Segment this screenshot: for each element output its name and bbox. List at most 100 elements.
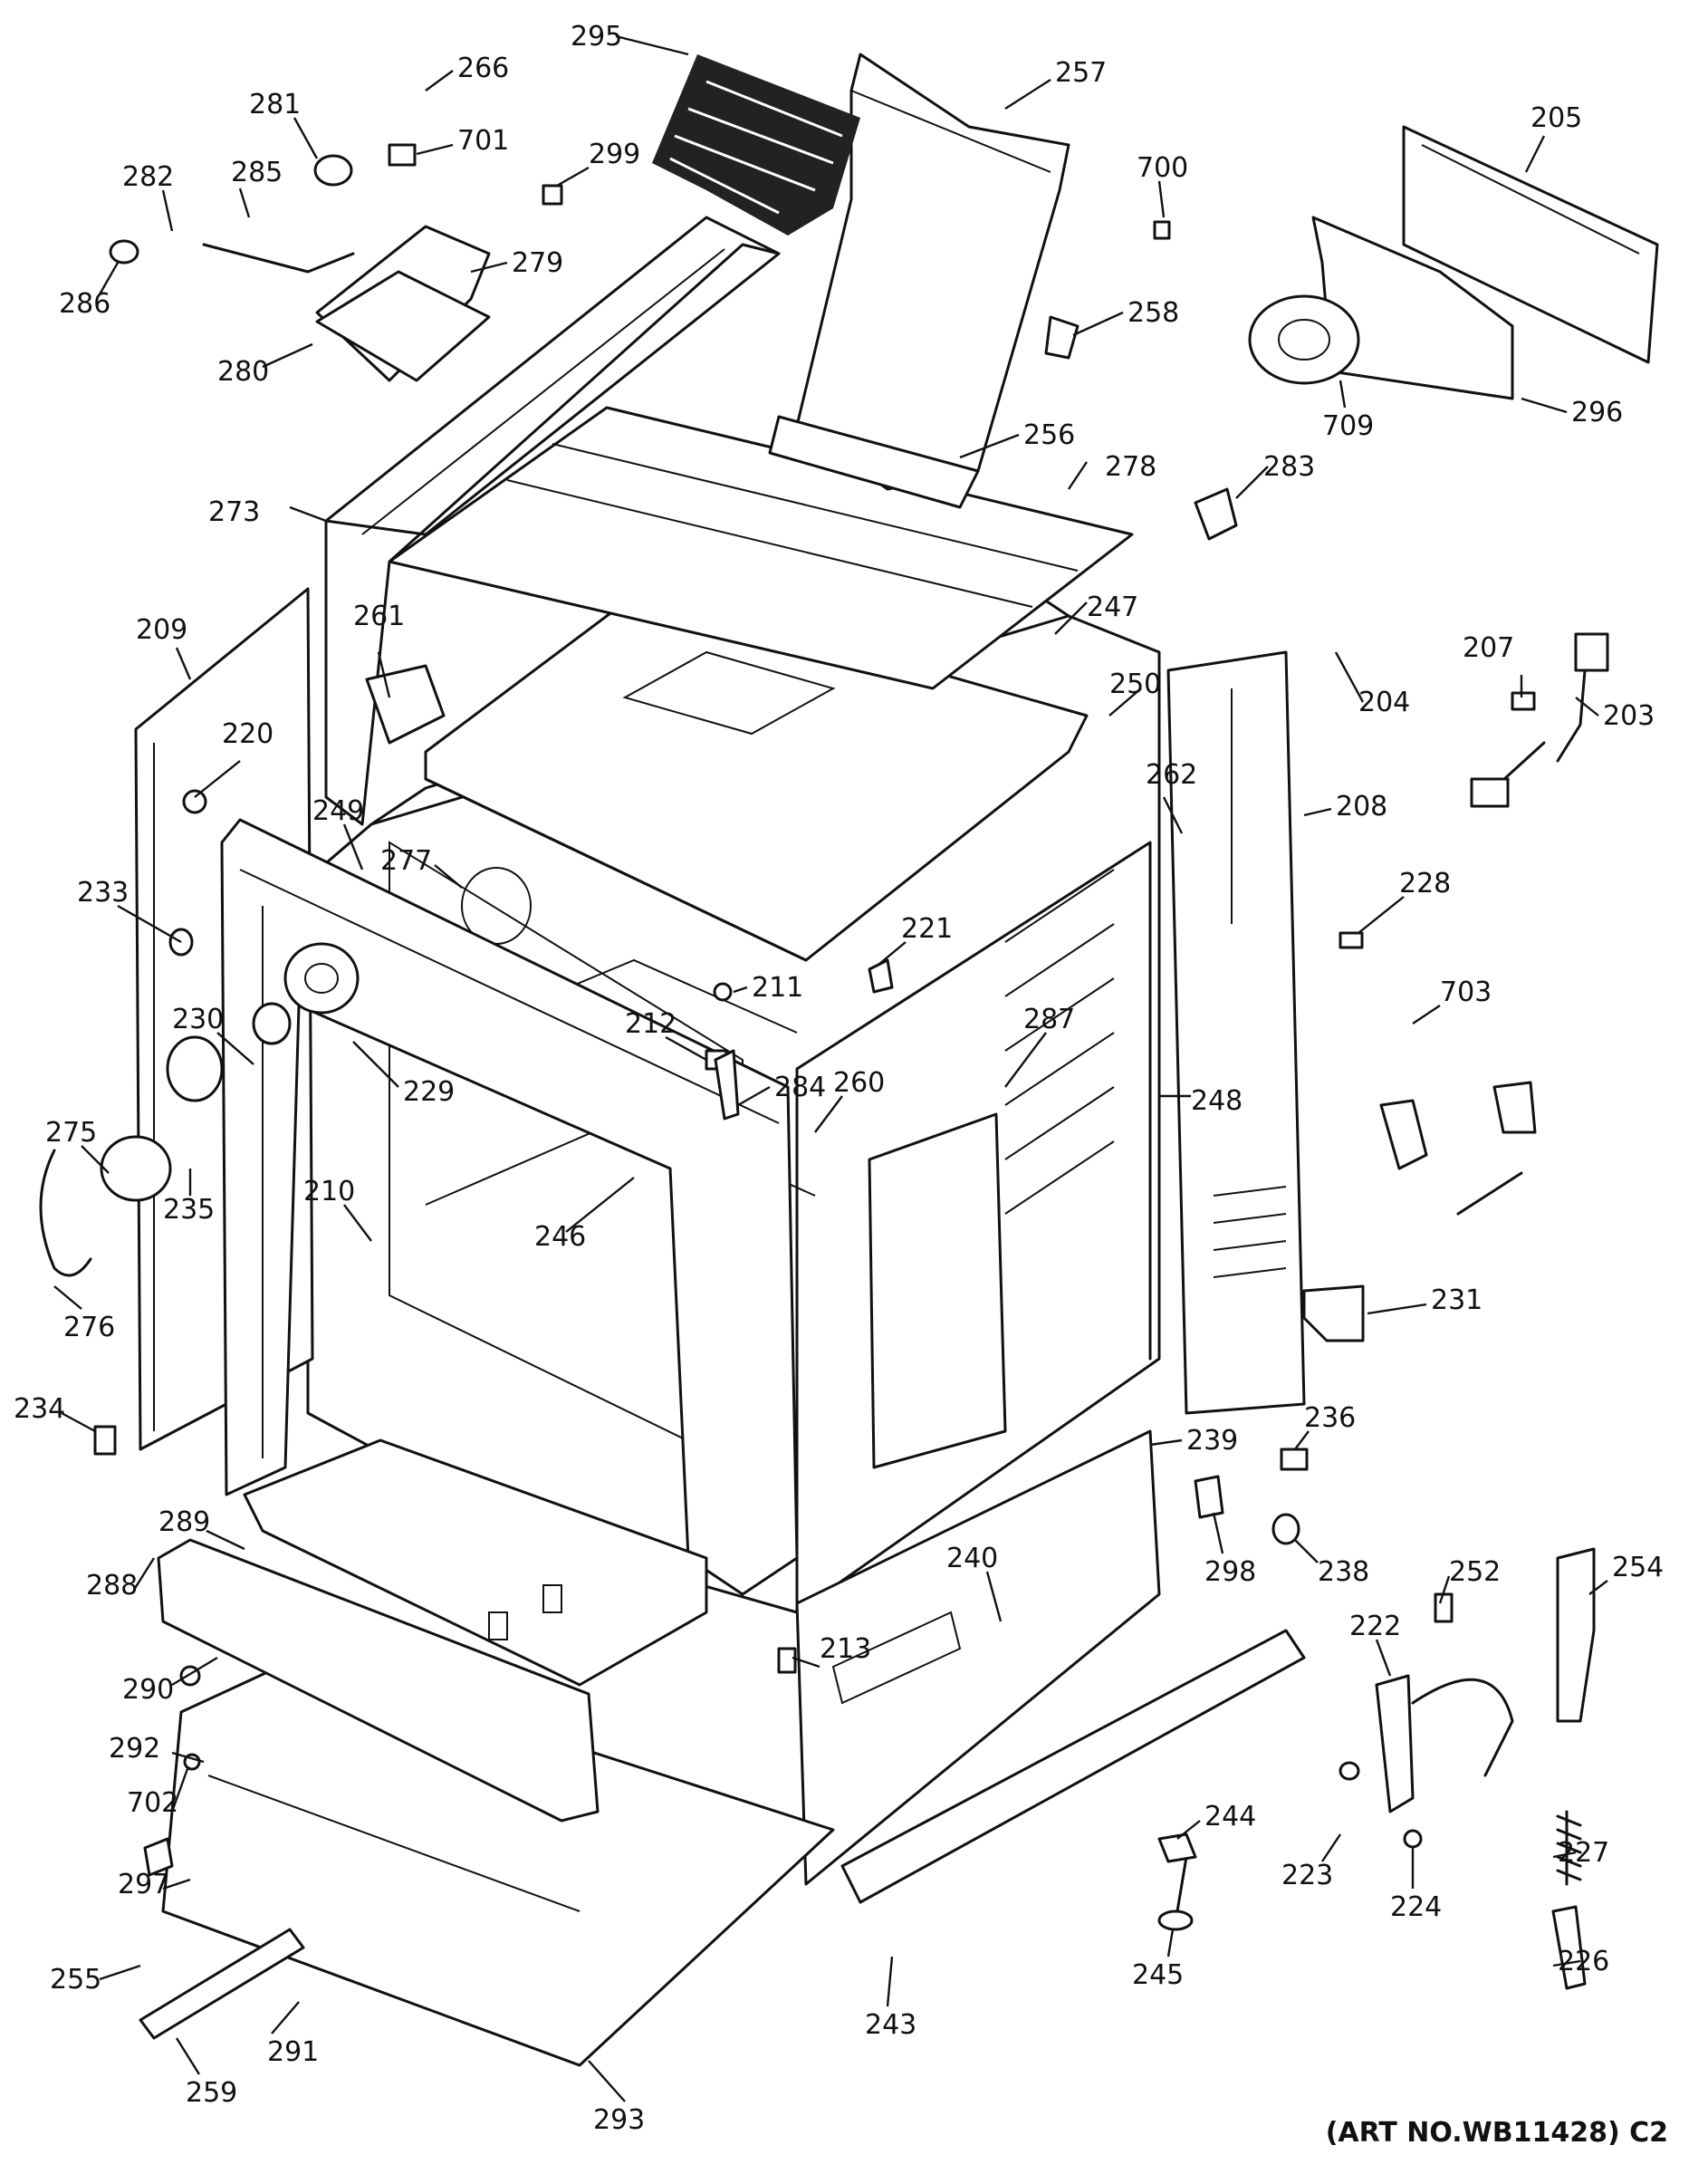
callout-279: 279 (512, 247, 563, 279)
callout-258: 258 (1127, 297, 1179, 329)
callout-244: 244 (1204, 1801, 1256, 1833)
side-inner-panel (868, 1112, 1007, 1469)
hinge-spring (1551, 1810, 1587, 1990)
callout-298: 298 (1204, 1556, 1256, 1588)
callout-709: 709 (1322, 410, 1374, 442)
callout-289: 289 (158, 1506, 210, 1538)
callout-212: 212 (625, 1008, 676, 1040)
callout-203: 203 (1603, 700, 1655, 732)
oven-light-parts (39, 789, 360, 1456)
callout-222: 222 (1349, 1611, 1401, 1642)
callout-278: 278 (1105, 451, 1156, 483)
callout-266: 266 (457, 53, 509, 84)
callout-230: 230 (172, 1004, 224, 1035)
callout-213: 213 (820, 1633, 871, 1665)
callout-286: 286 (59, 288, 110, 320)
callout-231: 231 (1431, 1284, 1483, 1316)
right-side-panel (1166, 650, 1306, 1415)
flue-insulation (652, 54, 860, 236)
callout-299: 299 (589, 139, 640, 170)
callout-255: 255 (50, 1964, 101, 1996)
callout-283: 283 (1263, 451, 1315, 483)
callout-284: 284 (774, 1072, 826, 1103)
callout-262: 262 (1146, 759, 1197, 791)
callout-labels: 295 266 281 701 257 205 282 285 299 700 … (14, 21, 1664, 2136)
callout-291: 291 (267, 2036, 319, 2068)
callout-290: 290 (122, 1674, 174, 1706)
callout-276: 276 (63, 1312, 115, 1343)
callout-296: 296 (1571, 397, 1623, 428)
callout-226: 226 (1558, 1946, 1609, 1977)
callout-234: 234 (14, 1393, 65, 1425)
callout-292: 292 (109, 1733, 160, 1765)
callout-239: 239 (1186, 1425, 1238, 1457)
callout-204: 204 (1358, 687, 1410, 718)
callout-223: 223 (1281, 1860, 1333, 1891)
callout-250: 250 (1109, 669, 1161, 700)
callout-287: 287 (1023, 1004, 1075, 1035)
callout-252: 252 (1449, 1556, 1501, 1588)
callout-295: 295 (571, 21, 622, 53)
callout-227: 227 (1558, 1837, 1609, 1869)
callout-221: 221 (901, 913, 953, 945)
callout-281: 281 (249, 89, 301, 120)
bottom-kick-panel (795, 1429, 1161, 1886)
callout-273: 273 (208, 496, 260, 528)
callout-207: 207 (1463, 632, 1514, 664)
lower-trim-rail (840, 1629, 1306, 1904)
callout-240: 240 (946, 1543, 998, 1574)
callout-285: 285 (231, 157, 283, 188)
callout-235: 235 (163, 1194, 215, 1226)
callout-701: 701 (457, 125, 509, 157)
callout-261: 261 (353, 601, 405, 632)
callout-702: 702 (127, 1787, 178, 1819)
callout-248: 248 (1191, 1085, 1243, 1117)
callout-256: 256 (1023, 419, 1075, 451)
callout-220: 220 (222, 718, 273, 750)
callout-238: 238 (1318, 1556, 1369, 1588)
callout-leader-lines (53, 34, 1608, 2102)
small-top-parts (542, 184, 1238, 541)
callout-233: 233 (77, 877, 129, 909)
callout-297: 297 (118, 1869, 169, 1900)
top-insulation-blanket (388, 406, 1134, 690)
callout-703: 703 (1440, 976, 1492, 1008)
callout-257: 257 (1055, 57, 1107, 89)
center-small-hardware (705, 958, 894, 1674)
callout-224: 224 (1390, 1891, 1442, 1923)
callout-245: 245 (1132, 1959, 1184, 1991)
callout-208: 208 (1336, 791, 1387, 822)
power-cord (1470, 632, 1609, 808)
callout-700: 700 (1137, 152, 1188, 184)
callout-259: 259 (186, 2077, 237, 2109)
callout-280: 280 (217, 356, 269, 388)
callout-210: 210 (303, 1176, 355, 1207)
door-hinge-assembly (1339, 1547, 1596, 1849)
callout-288: 288 (86, 1570, 138, 1602)
callout-247: 247 (1087, 592, 1138, 623)
rear-shield-panel (1248, 216, 1514, 400)
flue-duct (768, 53, 1070, 509)
callout-260: 260 (833, 1067, 885, 1099)
callout-277: 277 (380, 845, 432, 877)
callout-254: 254 (1612, 1552, 1664, 1583)
bottom-rail-bar (139, 1928, 305, 2040)
rear-cover-panel (1402, 125, 1659, 364)
callout-293: 293 (593, 2104, 645, 2136)
burner-valve-assembly (109, 143, 491, 382)
leveling-leg (1157, 1833, 1197, 1931)
callout-275: 275 (45, 1117, 97, 1149)
small-right-hardware (1194, 691, 1537, 1545)
callout-205: 205 (1530, 102, 1582, 134)
callout-229: 229 (403, 1076, 455, 1108)
callout-236: 236 (1304, 1402, 1356, 1434)
broiler-drawer-front (157, 1538, 600, 1823)
callout-209: 209 (136, 614, 187, 646)
callout-243: 243 (865, 2009, 916, 2041)
callout-282: 282 (122, 161, 174, 193)
callout-246: 246 (534, 1221, 586, 1253)
callout-249: 249 (312, 795, 364, 827)
callout-228: 228 (1399, 868, 1451, 899)
callout-211: 211 (752, 972, 803, 1004)
